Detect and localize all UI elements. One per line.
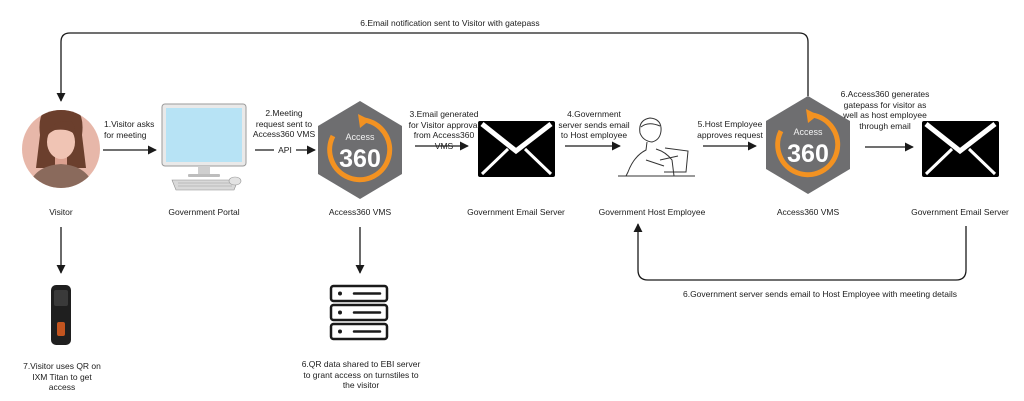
step-4-label: 4.Government server sends email to Host …	[558, 109, 630, 140]
step-1-label: 1.Visitor asks for meeting	[104, 119, 155, 140]
arrow-gatepass-to-visitor	[56, 32, 809, 102]
step-6-qr-data-label: 6.QR data shared to EBI server to grant …	[301, 359, 421, 390]
api-label: API	[274, 145, 296, 156]
server-stack-icon	[329, 284, 389, 341]
arrow-email-to-host	[633, 223, 967, 281]
visitor-avatar-icon	[22, 110, 100, 188]
node-label-host-employee: Government Host Employee	[598, 207, 706, 217]
access-logo-word-2: Access	[793, 127, 823, 137]
step-6-gatepass-label: 6.Access360 generates gatepass for visit…	[840, 89, 930, 131]
step-2-label: 2.Meeting request sent to Access360 VMS	[252, 108, 316, 139]
step-3-label: 3.Email generated for Visitor approval f…	[408, 109, 480, 151]
logo-360-number-2: 360	[787, 140, 829, 168]
access360-logo-icon: Access 360	[318, 101, 402, 199]
access-logo-word: Access	[345, 132, 375, 142]
access360-logo-icon-2: Access 360	[766, 96, 850, 194]
node-label-visitor: Visitor	[49, 207, 73, 217]
computer-monitor-icon	[161, 103, 247, 191]
step-6-email-visitor-label: 6.Email notification sent to Visitor wit…	[360, 18, 540, 28]
envelope-icon-2	[922, 121, 999, 177]
step-5-label: 5.Host Employee approves request	[697, 119, 763, 140]
node-label-email-server-2: Government Email Server	[911, 207, 1009, 217]
envelope-icon	[478, 121, 555, 177]
node-label-portal: Government Portal	[168, 207, 240, 217]
titan-device-icon	[51, 285, 71, 345]
host-employee-icon	[618, 117, 695, 177]
step-7-label: 7.Visitor uses QR on IXM Titan to get ac…	[23, 361, 101, 392]
logo-360-number: 360	[339, 145, 381, 173]
node-label-email-server-1: Government Email Server	[467, 207, 565, 217]
step-6-email-host-label: 6.Government server sends email to Host …	[682, 289, 957, 299]
node-label-vms-1: Access360 VMS	[328, 207, 392, 217]
node-label-vms-2: Access360 VMS	[776, 207, 840, 217]
